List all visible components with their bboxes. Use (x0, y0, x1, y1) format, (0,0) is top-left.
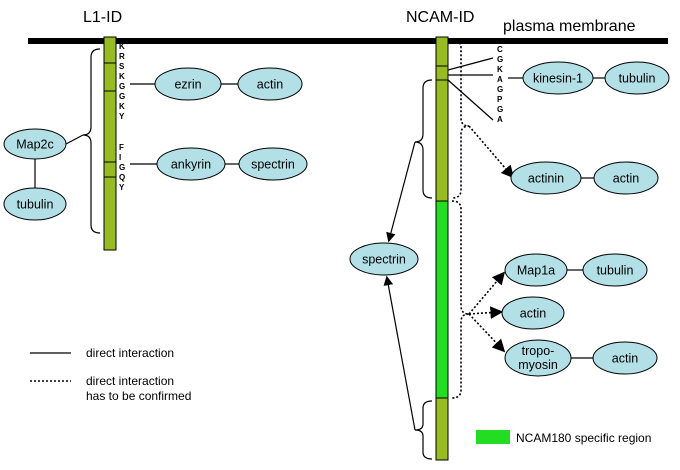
ncam-seq-letter: K (497, 65, 503, 74)
ncam-seq-letter: G (497, 85, 503, 94)
tubulin-map1a-node: tubulin (582, 253, 648, 287)
arrow-lower-brace-to-spectrin (383, 275, 416, 431)
tubulin-map1a-label: tubulin (597, 264, 634, 278)
tropomyosin-label-line1: tropo- (522, 344, 555, 358)
actin-tropomyosin-label: actin (612, 352, 638, 366)
spectrin-ncam-node: spectrin (349, 242, 419, 276)
actin-mid-node: actin (501, 296, 565, 330)
l1-seq-letter: Q (119, 173, 125, 182)
legend: direct interaction direct interaction ha… (30, 346, 651, 445)
l1-seq-letter: R (119, 52, 125, 61)
tubulin-label: tubulin (17, 198, 54, 212)
l1-seq-letter: K (119, 102, 125, 111)
ankyrin-label: ankyrin (171, 158, 211, 172)
l1-seq-letter: I (119, 153, 121, 162)
ncam-seq-letter: C (497, 45, 503, 54)
l1-seq-letter: G (119, 82, 125, 91)
l1-id-title: L1-ID (83, 9, 122, 26)
map2c-label: Map2c (16, 138, 54, 152)
motif-link-lower (447, 79, 494, 121)
actin-actinin-node: actin (593, 161, 659, 195)
ncam-sequence-motif: C G K A G P G A (497, 45, 503, 124)
l1-seq-letter: F (119, 143, 124, 152)
ncam-seq-letter: G (497, 105, 503, 114)
ncam180-specific-segment (435, 200, 449, 399)
tropomyosin-label-line2: myosin (518, 358, 558, 372)
l1-seq-letter: G (119, 163, 125, 172)
l1-seq-letter: G (119, 92, 125, 101)
actin-mid-label: actin (520, 307, 546, 321)
l1-seq-letter: K (119, 42, 125, 51)
tropomyosin-node: tropo- myosin (504, 339, 572, 377)
legend-confirm-label-1: direct interaction (86, 374, 174, 388)
legend-confirm-label-2: has to be confirmed (86, 389, 191, 403)
ncam-id-title: NCAM-ID (406, 9, 474, 26)
kinesin-node: kinesin-1 (522, 61, 594, 95)
legend-specific-label: NCAM180 specific region (516, 431, 651, 445)
map1a-node: Map1a (504, 253, 568, 287)
ncam-seq-letter: P (497, 95, 503, 104)
actin-node: actin (237, 67, 303, 101)
actin-actinin-label: actin (613, 172, 639, 186)
map1a-label: Map1a (517, 264, 555, 278)
ncam-lower-left-brace (414, 400, 433, 460)
kinesin-label: kinesin-1 (533, 72, 583, 86)
spectrin-node: spectrin (238, 147, 308, 181)
legend-specific-swatch (476, 430, 510, 444)
l1-domain-bar (103, 36, 117, 251)
tubulin-node: tubulin (3, 187, 67, 221)
l1-seq-letter: Y (119, 183, 125, 192)
spectrin-label: spectrin (251, 158, 295, 172)
ezrin-node: ezrin (154, 67, 222, 101)
map2c-brace-link (65, 134, 84, 145)
dotted-arrow-to-actin (468, 306, 504, 320)
motif-link-upper (447, 57, 494, 71)
l1-sequence-kinase-motif: K R S K G G K Y (119, 42, 125, 121)
ncam-seq-letter: A (497, 75, 503, 84)
l1-seq-letter: K (119, 72, 125, 81)
ankyrin-node: ankyrin (156, 147, 226, 181)
dotted-arrow-to-map1a (468, 271, 506, 315)
map2c-node: Map2c (3, 128, 67, 160)
dotted-arrow-to-tropomyosin (468, 313, 506, 353)
ncam-upper-left-brace (414, 79, 433, 199)
arrow-brace-to-spectrin (386, 141, 416, 243)
l1-seq-letter: S (119, 62, 125, 71)
spectrin-ncam-label: spectrin (362, 253, 406, 267)
actin-tropomyosin-node: actin (592, 341, 658, 375)
ncam-seq-letter: G (497, 55, 503, 64)
ncam-upper-right-brace (451, 39, 470, 199)
l1-seq-letter: Y (119, 112, 125, 121)
tubulin-ncam-node: tubulin (604, 61, 670, 95)
actinin-node: actinin (510, 161, 582, 195)
dotted-arrow-to-actinin (468, 125, 515, 179)
tubulin-ncam-label: tubulin (619, 72, 656, 86)
plasma-membrane-label: plasma membrane (503, 18, 636, 35)
l1-map2c-brace (82, 48, 101, 234)
legend-direct-label: direct interaction (86, 346, 174, 360)
l1-sequence-ankyrin-motif: F I G Q Y (119, 143, 125, 192)
ncam-domain-bar (435, 36, 449, 461)
actinin-label: actinin (528, 172, 564, 186)
ezrin-label: ezrin (174, 78, 201, 92)
ncam-seq-letter: A (497, 115, 503, 124)
ncam-lower-right-brace (451, 200, 470, 399)
actin-label: actin (257, 78, 283, 92)
